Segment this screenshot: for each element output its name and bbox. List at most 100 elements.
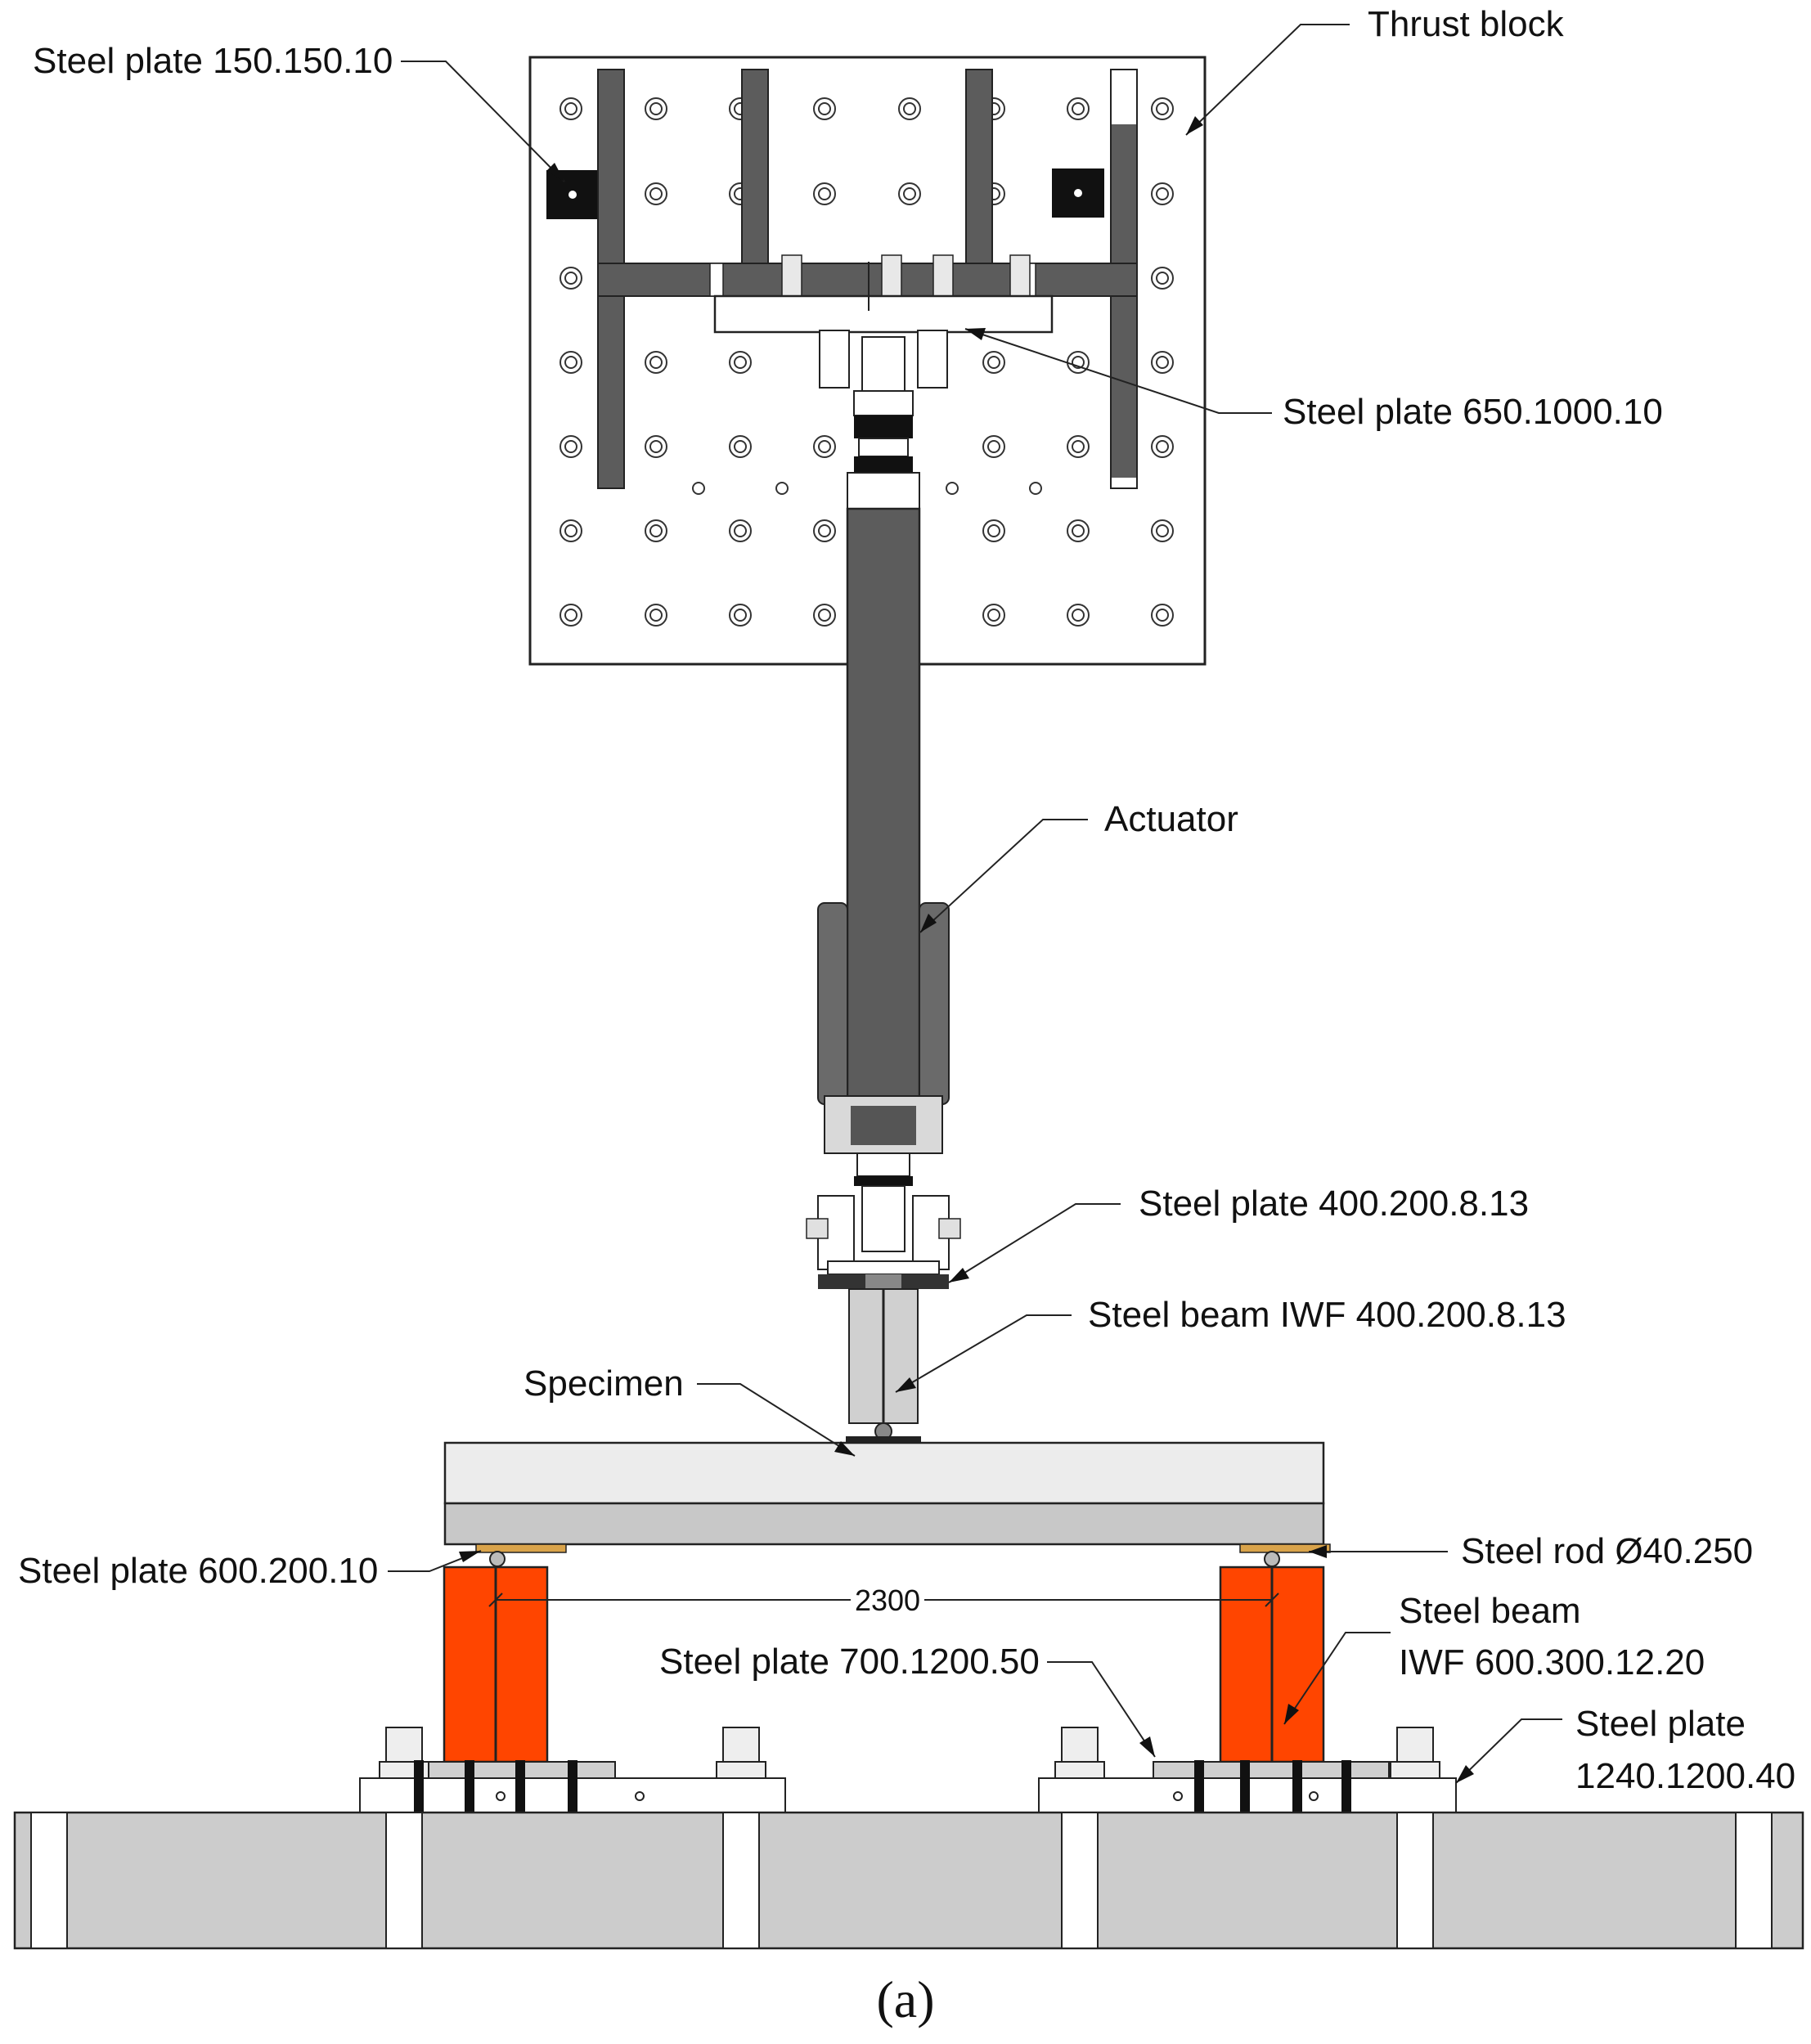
specimen-bottom — [443, 1502, 1325, 1546]
anchor-bolt — [559, 435, 582, 458]
small-hole — [1029, 482, 1042, 495]
plate-hole — [635, 1791, 645, 1801]
dimension-tick — [488, 1593, 503, 1607]
hinge-pin-block — [861, 336, 906, 395]
anchor-bolt — [813, 519, 836, 542]
anchor-bolt — [813, 604, 836, 627]
lower-clevis-nut — [806, 1218, 829, 1239]
steel-plate-600-right — [1239, 1543, 1331, 1553]
anchor-bolt — [559, 351, 582, 374]
leader-plate-700 — [1047, 1661, 1156, 1758]
vertical-member-right-top — [1112, 70, 1136, 124]
label-actuator: Actuator — [1104, 799, 1238, 839]
leader-beam-600 — [1283, 1632, 1391, 1725]
anchor-bolt — [898, 97, 921, 120]
arrowhead — [920, 914, 937, 932]
anchor-bolt — [559, 97, 582, 120]
anchor-bolt — [813, 97, 836, 120]
anchor-bolt — [1067, 435, 1090, 458]
label-steel-rod-40: Steel rod Ø40.250 — [1461, 1531, 1753, 1571]
anchor-bolt — [1067, 519, 1090, 542]
anchor-stud — [1194, 1760, 1204, 1814]
actuator-head — [847, 472, 920, 510]
span-dimension-text: 2300 — [855, 1584, 920, 1617]
anchor-bolt — [729, 604, 752, 627]
plate-hole — [496, 1791, 506, 1801]
actuator-side-block-left — [817, 902, 848, 1105]
arrowhead — [1139, 1736, 1155, 1757]
vertical-member-right-bottom — [1112, 478, 1136, 487]
support-bolt — [1054, 1727, 1105, 1779]
leader-actuator — [919, 819, 1088, 933]
small-hole — [692, 482, 705, 495]
lower-clevis-nut — [938, 1218, 961, 1239]
anchor-bolt — [982, 435, 1005, 458]
floor-slot — [1061, 1812, 1099, 1949]
leader-arrowheads — [459, 116, 1474, 1783]
anchor-bolt — [645, 435, 667, 458]
anchor-bolt — [1151, 267, 1174, 290]
span-dimension: 2300 — [488, 1584, 1279, 1617]
leader-plate-1240 — [1455, 1718, 1562, 1784]
actuator-side-block-right — [919, 902, 950, 1105]
steel-rod-left — [489, 1551, 506, 1567]
small-hole — [946, 482, 959, 495]
arrowhead — [1456, 1765, 1474, 1783]
arrowhead — [949, 1268, 969, 1283]
anchor-bolt — [645, 97, 667, 120]
anchor-bolt — [729, 351, 752, 374]
anchor-stud — [1292, 1760, 1302, 1814]
anchor-bolt — [982, 604, 1005, 627]
anchor-stud — [1240, 1760, 1250, 1814]
actuator-cylinder — [846, 507, 921, 1109]
clevis-right — [917, 330, 948, 389]
annotation-labels: Steel plate 150.150.10 Thrust block Stee… — [18, 4, 1795, 1796]
arrowhead — [1284, 1704, 1299, 1724]
strong-floor — [13, 1811, 1804, 1950]
anchor-bolt — [559, 519, 582, 542]
anchor-bolt — [645, 604, 667, 627]
anchor-bolt — [729, 435, 752, 458]
leader-plate-150 — [401, 61, 565, 182]
floor-slot — [30, 1812, 68, 1949]
anchor-bolt — [813, 435, 836, 458]
floor-slots — [30, 1812, 1773, 1949]
actuator-base-core — [851, 1106, 916, 1145]
plate-hole — [1074, 189, 1082, 197]
actuator-lower-hinge — [861, 1185, 906, 1252]
label-steel-beam-400: Steel beam IWF 400.200.8.13 — [1088, 1295, 1566, 1335]
leader-beam-400 — [895, 1314, 1072, 1393]
label-steel-beam-600-line1: Steel beam — [1399, 1591, 1581, 1631]
arrowhead — [546, 163, 564, 182]
vertical-member-inner-right — [965, 69, 993, 271]
anchor-bolt — [1151, 351, 1174, 374]
steel-plate-700-right — [1153, 1761, 1390, 1779]
arrowhead — [459, 1551, 481, 1562]
actuator-collar — [854, 416, 913, 438]
steel-beam-iwf-400 — [846, 1288, 921, 1443]
arrowhead — [1309, 1545, 1327, 1558]
label-steel-plate-600: Steel plate 600.200.10 — [18, 1551, 378, 1591]
label-thrust-block: Thrust block — [1368, 4, 1565, 44]
anchor-bolt — [1151, 182, 1174, 205]
anchor-bolt — [1151, 604, 1174, 627]
support-bolt — [1390, 1727, 1440, 1779]
floor-slot — [1735, 1812, 1773, 1949]
anchor-bolt — [645, 519, 667, 542]
steel-plate-400-top — [827, 1260, 940, 1275]
anchor-bolt — [645, 182, 667, 205]
steel-rod-right — [1264, 1551, 1280, 1567]
steel-plate-400-hatch — [865, 1274, 901, 1289]
hinge-neck — [853, 390, 914, 416]
actuator — [806, 416, 961, 1289]
leader-plate-650 — [964, 328, 1272, 414]
anchor-bolt — [982, 351, 1005, 374]
anchor-bolt — [559, 267, 582, 290]
anchor-bolt — [982, 519, 1005, 542]
small-hole — [775, 482, 789, 495]
label-steel-plate-650: Steel plate 650.1000.10 — [1283, 392, 1663, 432]
bolt-head — [932, 254, 954, 297]
bolt-head — [881, 254, 902, 297]
